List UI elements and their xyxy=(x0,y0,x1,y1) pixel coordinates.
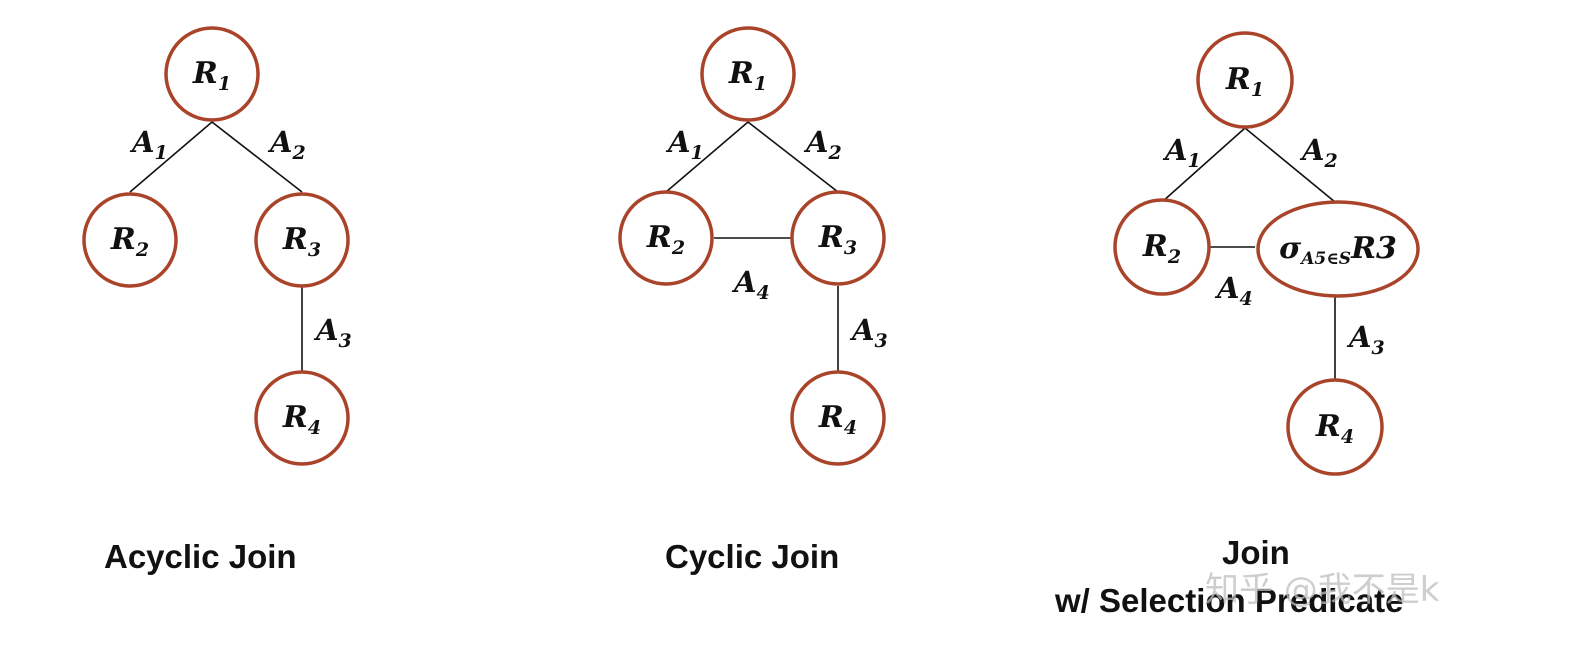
node-r3 xyxy=(254,192,350,288)
node-r1 xyxy=(1196,31,1294,129)
edge-label-a4: A4 xyxy=(731,265,770,304)
edge-label-a2: A2 xyxy=(803,125,842,164)
edge-label-a3: A3 xyxy=(1346,320,1385,359)
caption-join-line1: Join xyxy=(1222,534,1290,571)
node-r2 xyxy=(82,192,178,288)
caption-join-line2: w/ Selection Predicate xyxy=(1055,582,1404,619)
cyclic-join-diagram: R1 R2 R3 R4 A1 A2 A4 A3 xyxy=(618,26,888,466)
node-label-sigma-r3: σA5∈SR3 xyxy=(1279,231,1397,269)
edge-r1-sigma-r3 xyxy=(1244,127,1336,203)
node-sigma-r3 xyxy=(1256,200,1420,298)
node-r4 xyxy=(254,370,350,466)
edge-label-a2: A2 xyxy=(1299,133,1338,172)
edge-label-a1: A1 xyxy=(665,125,704,164)
edge-label-a2: A2 xyxy=(267,125,306,164)
node-label-r2: R2 xyxy=(110,222,149,261)
edge-label-a1: A1 xyxy=(1162,133,1201,172)
node-label-r2: R2 xyxy=(1142,229,1181,268)
selection-join-diagram: R1 R2 σA5∈SR3 R4 A1 A2 A4 A3 xyxy=(1113,31,1420,476)
edge-r1-r2 xyxy=(129,121,213,193)
node-label-r2: R2 xyxy=(646,220,685,259)
node-label-r3: R3 xyxy=(818,220,857,259)
node-label-r1: R1 xyxy=(1225,62,1264,101)
node-label-r1: R1 xyxy=(728,56,767,95)
caption-cyclic-join: Cyclic Join xyxy=(665,538,840,575)
edge-r1-r3 xyxy=(211,121,303,193)
edge-r1-r2 xyxy=(665,121,749,193)
node-r4 xyxy=(790,370,886,466)
edge-label-a4: A4 xyxy=(1214,271,1253,310)
node-label-r1: R1 xyxy=(192,56,231,95)
edge-r1-r3 xyxy=(747,121,839,193)
edge-label-a1: A1 xyxy=(129,125,168,164)
node-r2 xyxy=(1113,198,1211,296)
node-r1 xyxy=(164,26,260,122)
node-r2 xyxy=(618,190,714,286)
node-label-r4: R4 xyxy=(818,400,857,439)
node-r1 xyxy=(700,26,796,122)
node-label-r4: R4 xyxy=(1315,409,1354,448)
watermark-text: 知乎 @我不是k xyxy=(1205,570,1440,610)
node-label-r3: R3 xyxy=(282,222,321,261)
edge-r1-r2 xyxy=(1161,127,1246,203)
node-label-r4: R4 xyxy=(282,400,321,439)
node-r3 xyxy=(790,190,886,286)
acyclic-join-diagram: R1 R2 R3 R4 A1 A2 A3 xyxy=(82,26,352,466)
edge-label-a3: A3 xyxy=(849,313,888,352)
edge-label-a3: A3 xyxy=(313,313,352,352)
caption-acyclic-join: Acyclic Join xyxy=(104,538,297,575)
node-r4 xyxy=(1286,378,1384,476)
